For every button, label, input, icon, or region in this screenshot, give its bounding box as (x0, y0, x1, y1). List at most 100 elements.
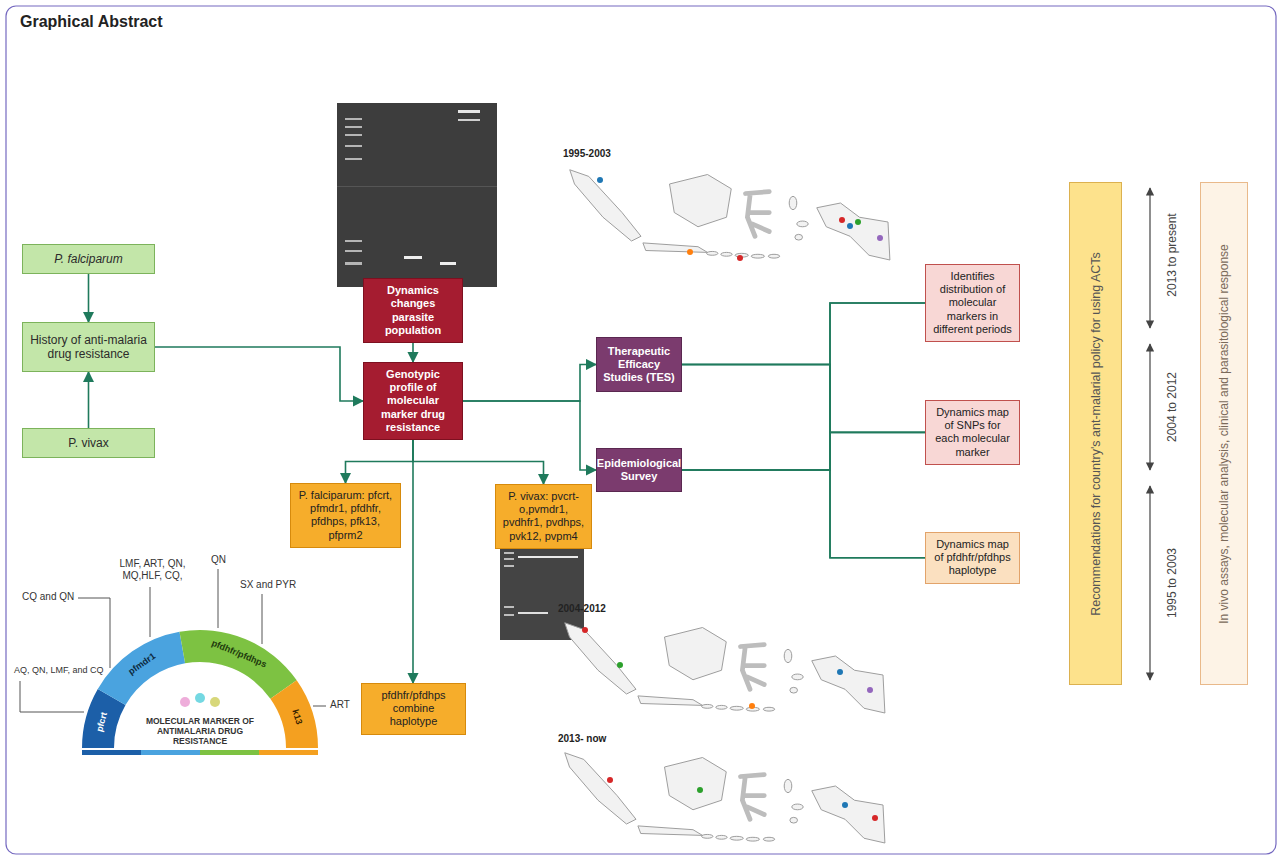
node-text: Therapeutic Efficacy Studies (TES) (603, 345, 675, 385)
policy-band: Recommendations for country's ant-malari… (1069, 182, 1122, 685)
text-label: ART (330, 699, 350, 711)
arc-base (141, 750, 200, 755)
process-box: Genotypic profile of molecular marker dr… (363, 362, 463, 440)
gel-image (337, 103, 497, 287)
text-label: QN (211, 554, 226, 566)
gel-band (458, 110, 480, 113)
marker-icon (210, 697, 220, 707)
node-text: Genotypic profile of molecular marker dr… (370, 368, 456, 434)
map-dots (582, 177, 883, 821)
node-text: Dynamics changes parasite population (370, 284, 456, 337)
leader-line (218, 569, 219, 628)
gel-band (504, 552, 514, 554)
leader-line (78, 598, 110, 668)
band-text: In vivo assays, molecular analysis, clin… (1217, 244, 1231, 624)
node-text: pfdhfr/pfdhps combine haplotype (368, 689, 459, 729)
text-label: LMF, ART, QN, MQ,HLF, CQ, (105, 558, 200, 582)
map-1995-2003 (570, 170, 890, 260)
input-box: History of anti-malaria drug resistance (22, 322, 155, 372)
map-dot (855, 219, 861, 225)
map-dot (847, 223, 853, 229)
node-text: History of anti-malaria drug resistance (29, 333, 148, 362)
arc-segment (270, 680, 318, 748)
text-label: 1995-2003 (563, 148, 611, 160)
gel-band (504, 606, 514, 608)
band-text: Recommendations for country's ant-malari… (1088, 252, 1103, 616)
gel-band (345, 240, 362, 242)
connector (682, 365, 925, 558)
marker-box: P. vivax: pvcrt-o,pvmdr1, pvdhfr1, pvdhp… (495, 484, 592, 549)
gel-band (518, 612, 548, 614)
node-text: Epidemiological Survey (597, 457, 681, 483)
node-text: Identifies distribution of molecular mar… (932, 270, 1013, 336)
node-text: Dynamics map of SNPs for each molecular … (932, 406, 1013, 459)
marker-icon (180, 697, 190, 707)
gel-band (440, 262, 456, 265)
text-label: AQ, QN, LMF, and CQ (14, 665, 104, 676)
marker-icon (195, 693, 205, 703)
connector (463, 365, 596, 402)
frame (6, 6, 1276, 854)
map-dot (749, 703, 755, 709)
gel-band (504, 558, 514, 560)
node-text: Dynamics map of pfdhfr/pfdhps haplotype (932, 538, 1013, 578)
connector (463, 401, 596, 470)
connector (682, 365, 925, 433)
gel-band (345, 134, 362, 136)
connector (346, 440, 414, 483)
rotated-label: 1995 to 2003 (1165, 548, 1179, 618)
connector (413, 440, 544, 484)
gel-bands (337, 110, 497, 265)
map-dot (582, 627, 588, 633)
gel-band (345, 250, 362, 252)
gel-band (345, 158, 362, 160)
leader-line (150, 587, 151, 637)
map-dot (839, 217, 845, 223)
text-label: MOLECULAR MARKER OF ANTIMALARIA DRUG RES… (135, 716, 265, 747)
leader-lines (20, 569, 326, 712)
leader-line (313, 706, 326, 707)
connector (88, 372, 90, 428)
map-dot (697, 787, 703, 793)
output-box: Dynamics map of SNPs for each molecular … (925, 400, 1020, 465)
gel-band (518, 556, 578, 558)
text-label: SX and PYR (240, 579, 296, 591)
map-2004-2012 (565, 623, 885, 713)
arc-segment (180, 630, 297, 699)
connector (88, 274, 90, 322)
gel-band (345, 262, 362, 265)
arc-base (200, 750, 259, 755)
map-dot (607, 777, 613, 783)
connector (682, 303, 925, 365)
timeline-arrow (1149, 188, 1150, 328)
connector (682, 432, 925, 470)
map-dot (597, 177, 603, 183)
gel-band (404, 256, 422, 259)
map-dot (687, 249, 693, 255)
node-text: P. falciparum (54, 252, 122, 266)
study-box: Therapeutic Efficacy Studies (TES) (596, 337, 682, 392)
node-text: P. vivax: pvcrt-o,pvmdr1, pvdhfr1, pvdhp… (502, 490, 585, 543)
output-box: Dynamics map of pfdhfr/pfdhps haplotype (925, 532, 1020, 584)
gel-band (504, 614, 514, 616)
rotated-label: 2004 to 2012 (1165, 372, 1179, 442)
map-dot (877, 235, 883, 241)
connector (682, 470, 925, 558)
output-box: Identifies distribution of molecular mar… (925, 264, 1020, 342)
arc-segment (98, 632, 185, 705)
map-dot (867, 687, 873, 693)
connector (682, 303, 925, 470)
leader-line (20, 681, 84, 712)
text-label: 2013- now (558, 733, 606, 745)
gel-well-line (337, 186, 497, 187)
diagram-title: Graphical Abstract (20, 13, 163, 31)
map-2013-now (565, 753, 885, 843)
timeline-arrow (1149, 486, 1150, 680)
connector (155, 347, 363, 401)
gel-band (345, 126, 362, 128)
gel-band (345, 118, 362, 120)
node-text: P. falciparum: pfcrt, pfmdr1, pfdhfr, pf… (297, 489, 394, 542)
marker-box: P. falciparum: pfcrt, pfmdr1, pfdhfr, pf… (290, 483, 401, 548)
map-dot (842, 802, 848, 808)
